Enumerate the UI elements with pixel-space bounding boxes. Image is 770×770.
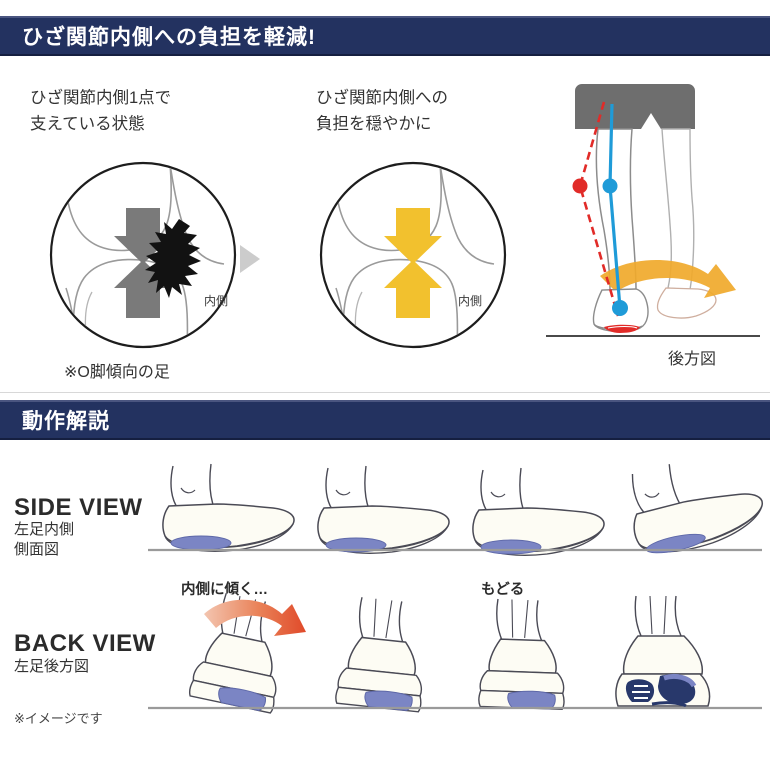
- knee-circle-before-svg: [49, 161, 237, 349]
- side-frame-2: [317, 465, 450, 554]
- blue-joint-dot-knee: [602, 178, 618, 194]
- inner-side-label-before: 内側: [204, 294, 229, 308]
- orange-correction-arrow: [600, 260, 736, 298]
- tread-block-right: [658, 674, 696, 704]
- rear-view-label: 後方図: [668, 351, 717, 368]
- femur-lateral: [439, 164, 495, 265]
- tread-grooves: [632, 685, 650, 699]
- knee-diagram-after: [318, 160, 508, 355]
- back-view-leg-illustration: [540, 78, 765, 363]
- side-view-title: SIDE VIEW: [14, 494, 143, 521]
- misalignment-line-red: [578, 101, 620, 317]
- load-arrow-down-yellow: [384, 208, 442, 264]
- section-banner-knee: ひざ関節内側への負担を軽減!: [0, 16, 770, 56]
- impact-burst-icon: [145, 219, 201, 298]
- back-view-title: BACK VIEW: [14, 630, 156, 657]
- back-view-frames: [148, 589, 762, 715]
- side-frame-4: [621, 452, 770, 561]
- inward-tilt-arrow-red: [204, 599, 306, 636]
- banner-title-motion: 動作解説: [22, 410, 110, 433]
- side-frame-3: [472, 467, 605, 556]
- tread-highlight-blue: [663, 673, 697, 688]
- tread-block-left: [625, 679, 655, 702]
- side-view-subtitle: 左足内側 側面図: [14, 521, 75, 559]
- back-frame-3: [477, 597, 569, 711]
- banner-title-knee: ひざ関節内側への負担を軽減!: [22, 26, 316, 49]
- annotation-return: もどる: [481, 582, 525, 598]
- load-arrow-up-yellow: [384, 260, 442, 318]
- section-banner-motion: 動作解説: [0, 400, 770, 440]
- o-leg-note: ※O脚傾向の足: [64, 364, 170, 381]
- image-disclaimer-note: ※イメージです: [14, 711, 103, 726]
- caption-before: ひざ関節内側1点で 支えている状態: [30, 89, 172, 133]
- back-frame-2: [334, 594, 432, 713]
- inner-side-label-after: 内側: [458, 294, 483, 308]
- outsole-edge: [651, 701, 687, 708]
- calf-detail: [649, 595, 667, 635]
- triangle-right-icon: [240, 245, 260, 273]
- far-shoe-outline: [656, 287, 717, 319]
- calf-outline: [634, 595, 684, 639]
- leg-illustration-svg: [546, 84, 760, 337]
- blue-joint-dot-ankle: [612, 300, 628, 316]
- red-joint-dot: [572, 178, 588, 194]
- knee-circle-after-svg: [319, 161, 507, 349]
- caption-after: ひざ関節内側への 負担を穏やかに: [316, 89, 448, 133]
- section-divider-top: [0, 392, 770, 393]
- side-view-frames: [148, 452, 770, 561]
- back-frame-4: [615, 595, 711, 708]
- heel-counter: [622, 635, 704, 675]
- back-view-subtitle: 左足後方図: [14, 658, 90, 675]
- annotation-tilt-inward: 内側に傾く…: [181, 582, 268, 598]
- knee-diagram-before: [48, 160, 238, 355]
- side-frame-1: [162, 463, 295, 552]
- red-sole-highlight: [607, 325, 638, 329]
- shorts-shape: [575, 84, 695, 129]
